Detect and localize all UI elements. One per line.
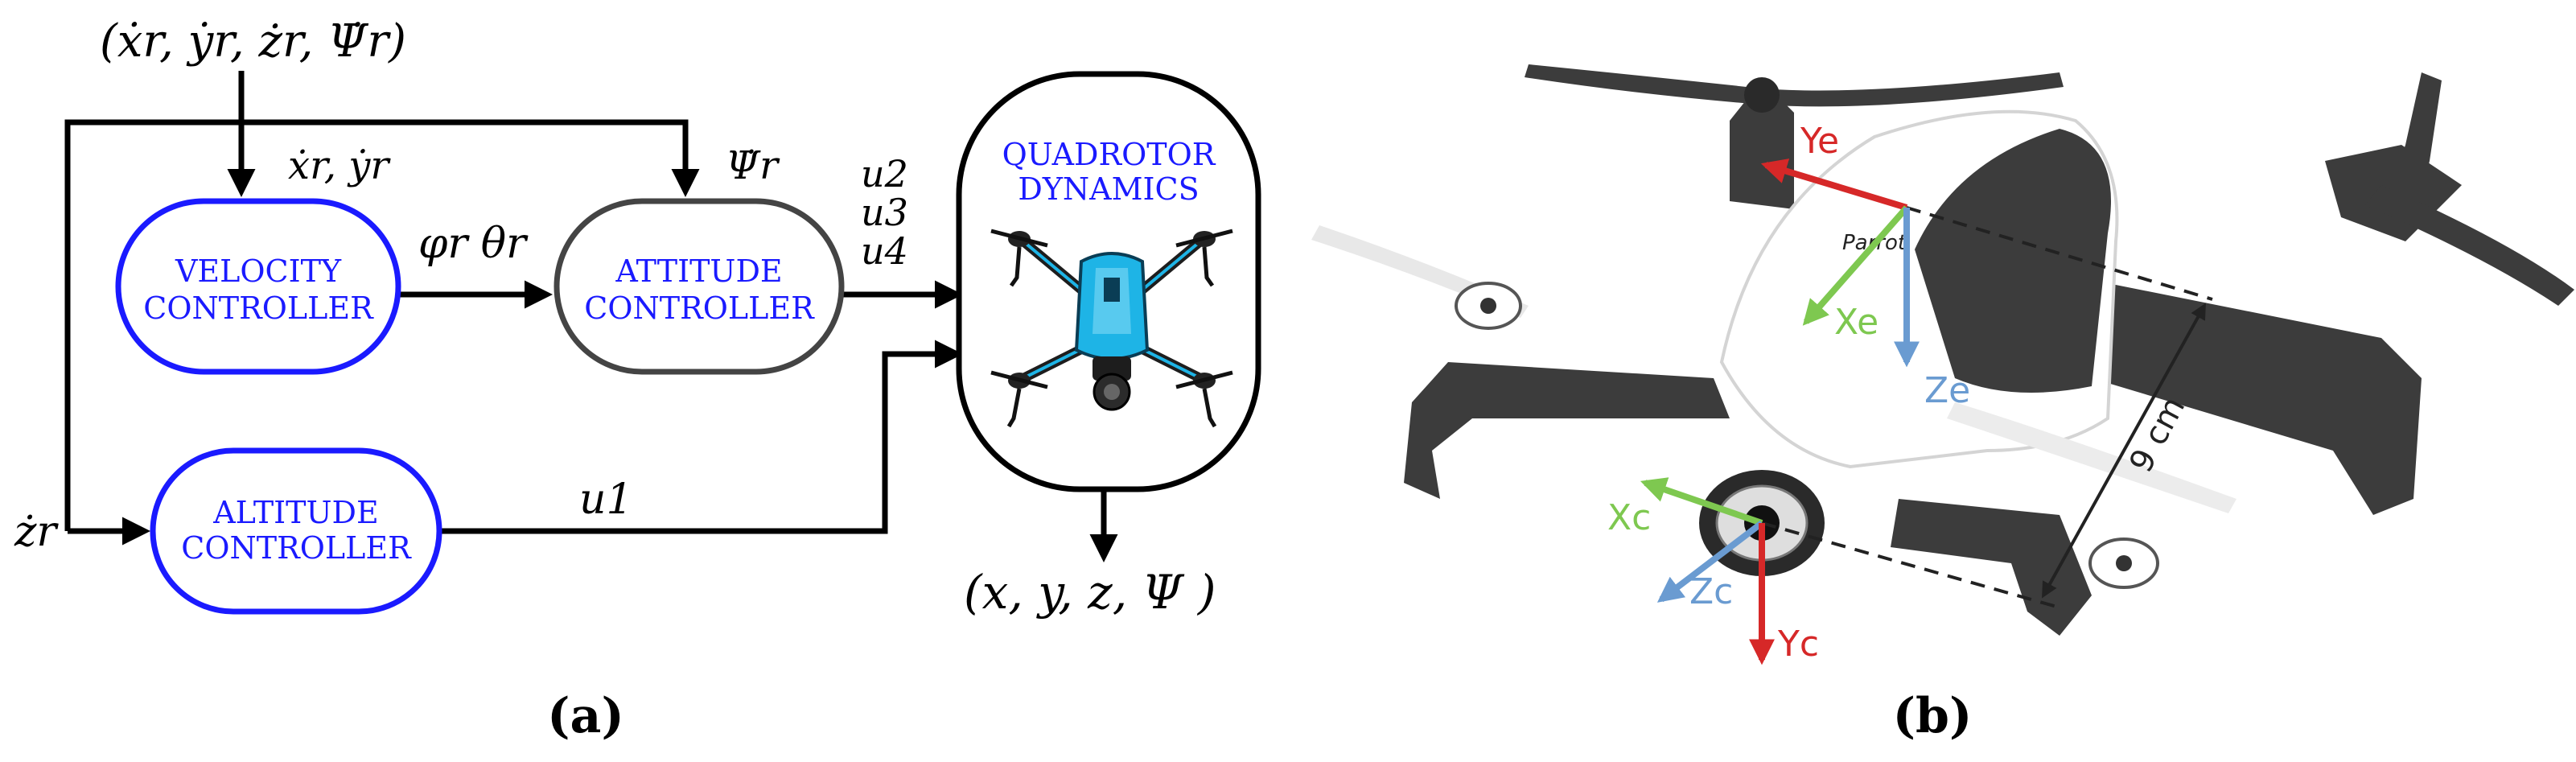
input-z-rate: żr [14, 508, 59, 556]
panel-b-caption: (b) [1893, 688, 1973, 744]
dynamics-label-2: DYNAMICS [1018, 171, 1199, 207]
signal-u4: u4 [861, 229, 908, 273]
frame-e-axes [1760, 159, 1920, 368]
axis-zc-label: Zc [1689, 571, 1733, 612]
axis-xe-arrow [1802, 205, 1910, 326]
signal-u2: u2 [861, 152, 908, 196]
dynamics-label-1: QUADROTOR [1002, 137, 1216, 172]
axis-ye-arrow [1760, 159, 1908, 211]
drone-illustration: Parrot [1311, 64, 2574, 636]
velocity-controller-block: VELOCITY CONTROLLER [115, 198, 401, 375]
wire-altitude-to-dynamics [439, 340, 963, 534]
signal-xy-rates: ẋr, ẏr [288, 143, 391, 188]
velocity-controller-label-1: VELOCITY [175, 253, 342, 289]
altitude-controller-block: ALTITUDE CONTROLLER [150, 447, 442, 615]
altitude-controller-label-1: ALTITUDE [212, 495, 379, 530]
dimension-lines [1761, 206, 2213, 609]
output-state-vector: (x, y, z, Ψ ) [964, 565, 1216, 620]
quadrotor-drone-icon [990, 229, 1233, 428]
panel-b-drone-frames: Parrot 9 cm Ye Xe Ze Xc Zc Yc (b) [1311, 64, 2574, 744]
axis-xc-arrow [1640, 477, 1763, 526]
altitude-controller-label-2: CONTROLLER [181, 530, 412, 566]
attitude-controller-block: ATTITUDE CONTROLLER [553, 198, 845, 375]
signal-u3: u3 [861, 191, 908, 234]
axis-ye-label: Ye [1800, 121, 1839, 162]
quadrotor-dynamics-block: QUADROTOR DYNAMICS [956, 71, 1261, 492]
axis-xc-label: Xc [1607, 497, 1651, 538]
velocity-controller-label-2: CONTROLLER [143, 290, 374, 326]
signal-psi-rate: Ψ̇r [726, 143, 780, 188]
panel-a-block-diagram: VELOCITY CONTROLLER ATTITUDE CONTROLLER … [14, 15, 1261, 744]
attitude-controller-label-2: CONTROLLER [584, 290, 815, 326]
axis-xe-label: Xe [1834, 302, 1879, 343]
panel-a-caption: (a) [547, 688, 624, 744]
signal-wires [64, 71, 1118, 562]
axis-ze-label: Ze [1924, 370, 1970, 411]
axis-yc-label: Yc [1777, 624, 1819, 665]
input-reference-vector: (ẋr, ẏr, żr, Ψ̇r) [100, 15, 406, 68]
wire-top-bus [64, 119, 700, 531]
signal-phi-theta: φr θr [418, 220, 529, 268]
signal-u1: u1 [579, 476, 633, 524]
axis-zc-arrow [1656, 520, 1764, 603]
frame-c-axes [1640, 477, 1775, 665]
attitude-controller-label-1: ATTITUDE [615, 253, 782, 289]
